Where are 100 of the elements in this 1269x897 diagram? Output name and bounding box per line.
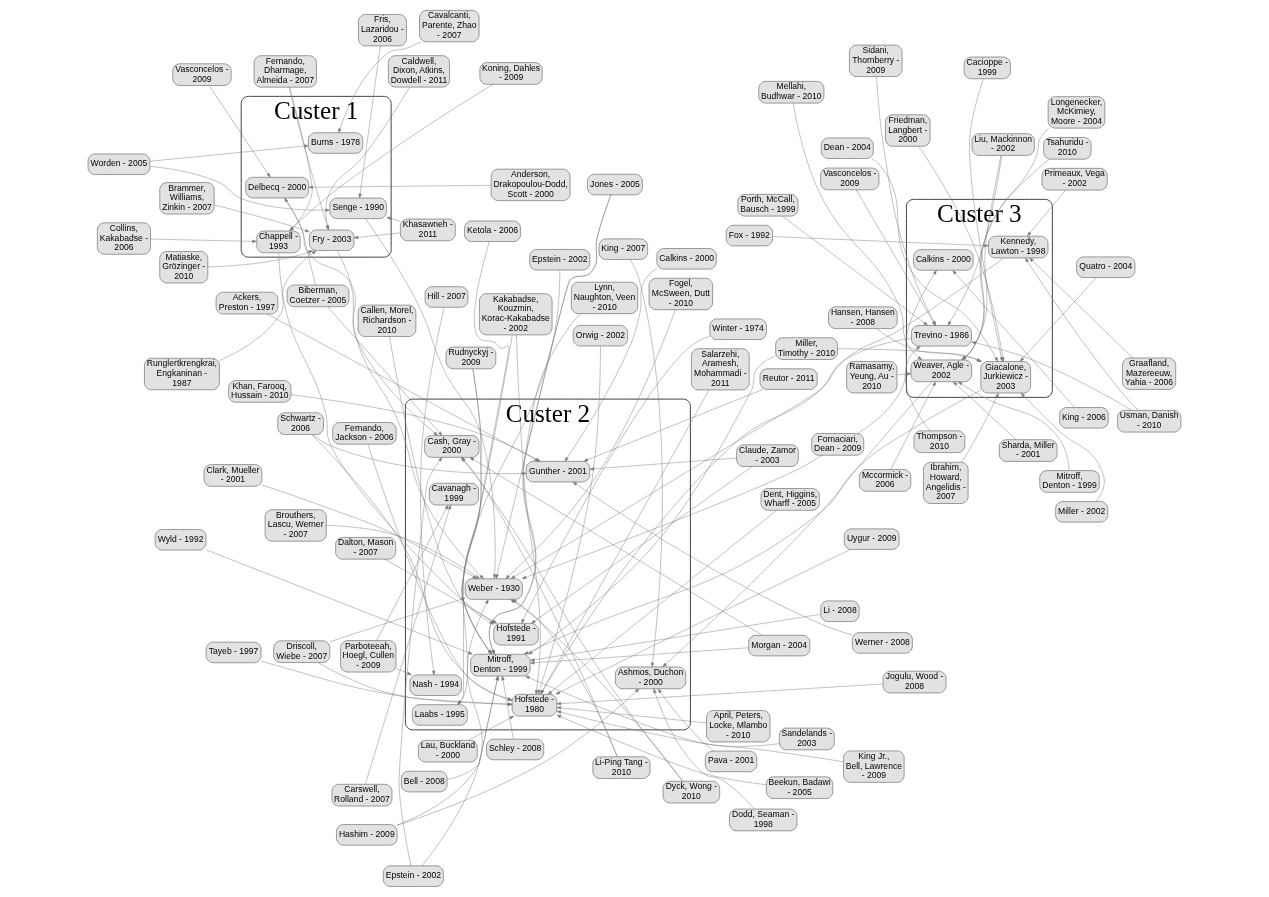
node-box: Hansen, Hansen - 2008 [828,306,898,329]
node-box: Driscoll, Wiebe - 2007 [273,640,331,663]
arrow [952,270,1075,408]
node-box: Callen, Morel, Richardson - 2010 [357,304,417,337]
node-box: Liu, Mackinnon - 2002 [971,133,1035,156]
arrow [446,675,499,780]
node-box: Pava - 2001 [705,750,758,772]
arrow [398,457,443,866]
node-box: Fornaciari, Dean - 2009 [811,433,864,456]
arrow [338,41,422,133]
node-box: Ackers, Preston - 1997 [215,291,279,315]
node-box: Cash, Gray - 2000 [424,435,480,458]
arrow [207,250,313,268]
arrow [209,85,271,178]
arrow [261,660,513,706]
arrow [572,481,853,636]
arrow [947,155,1002,326]
node-box: Clark, Mueller - 2001 [203,464,263,487]
arrow [219,250,317,361]
arrow [214,204,310,233]
arrow [395,668,412,676]
node-box: Kakabadse, Kouzmin, Korac-Kakabadse - 2002 [479,293,553,336]
node-box: Li-Ping Tang - 2010 [592,756,651,779]
arrow [367,444,513,701]
node-box: Ashmos, Duchon - 2000 [615,666,687,689]
node-box: Senge - 1990 [329,197,387,219]
node-box: Ramasamy, Yeung, Au - 2010 [846,361,898,394]
arrow [556,683,884,706]
node-box: King Jr., Bell, Lawrence - 2009 [843,750,905,783]
node-box: Cavanagh - 1999 [429,483,479,506]
node-box: Cavalcanti, Parente, Zhao - 2007 [419,10,480,43]
arrow [206,549,473,655]
arrow [365,504,451,785]
node-box: Winter - 1974 [709,318,767,340]
node-box: Weber - 1930 [464,578,523,600]
arrow [289,87,313,232]
node-box: Epstein - 2002 [383,865,444,887]
node-box: Schley - 2008 [486,738,545,761]
node-box: Dyck, Wong - 2010 [662,780,720,804]
arrow [353,232,401,239]
node-box: Matiaske, Grözinger - 2010 [159,251,209,284]
arrow [528,355,776,655]
node-box: Fry - 2003 [309,229,355,251]
node-box: Ketola - 2006 [464,220,521,242]
arrow [555,549,851,695]
node-box: Epstein - 2002 [529,249,591,271]
node-box: Giacalone, Jurkiewicz - 2003 [980,361,1031,394]
arrow [537,345,601,695]
node-box: Quatro - 2004 [1076,256,1136,278]
arrow [461,368,492,655]
arrow [547,510,777,695]
arrow [149,144,309,162]
node-box: Tayeb - 1997 [205,641,262,664]
arrow [421,599,489,866]
node-box: Fernando, Dharmage, Almeida - 2007 [253,55,317,88]
arrow [284,197,316,286]
node-box: Cacioppe - 1999 [963,56,1011,80]
arrow [876,328,982,362]
node-box: Hofstede - 1991 [493,623,539,646]
node-box: Chappell - 1993 [256,230,301,254]
arrow [540,389,710,695]
arrow [953,381,1017,440]
arrow [318,662,513,706]
node-box: Vasconcelos - 2009 [172,63,232,86]
node-box: Parboteeah, Hoegl, Cullen - 2009 [340,640,397,673]
arrow [376,504,449,641]
arrow [662,381,932,668]
node-box: King - 2006 [1059,407,1109,429]
node-box: Uygur - 2009 [843,528,900,550]
node-box: Mitroff, Denton - 1999 [470,654,531,677]
node-box: Delbecq - 2000 [245,177,309,199]
node-box: Lau, Buckland - 2000 [418,740,478,763]
node-box: Gunther - 2001 [525,461,591,483]
node-box: Weaver, Agle - 2002 [910,359,972,382]
arrow [461,334,513,655]
arrow [457,269,561,705]
arrow [653,688,755,810]
node-box: Trevino - 1986 [911,325,972,347]
node-box: Fox - 1992 [725,225,773,247]
node-box: Dalton, Mason - 2007 [335,537,396,560]
node-box: Tsahuridu - 2010 [1043,137,1092,160]
arrow [461,241,509,655]
arrow [308,185,492,189]
node-box: Orwig - 2002 [572,325,628,347]
node-box: April, Peters, Locke, Mlambo - 2010 [706,710,771,743]
node-box: Beekun, Badawi - 2005 [766,776,834,799]
arrow [556,706,707,724]
arrow [969,78,1004,362]
arrow [918,146,1005,362]
node-box: Thompson - 2010 [913,430,966,453]
arrow [149,166,330,212]
node-box: Salarzehi, Aramesh, Mohammadi - 2011 [691,348,750,391]
arrow [772,236,989,248]
node-box: Fris, Lazaridou - 2006 [358,14,407,47]
node-box: Miller - 2002 [1055,501,1108,523]
node-box: Brouthers, Lascu, Werner - 2007 [264,509,327,542]
node-box: Brammer, Williams, Zinkin - 2007 [159,182,215,215]
arrow [397,688,640,826]
node-box: Hofstede - 1980 [511,694,558,717]
arrow [1020,392,1105,502]
